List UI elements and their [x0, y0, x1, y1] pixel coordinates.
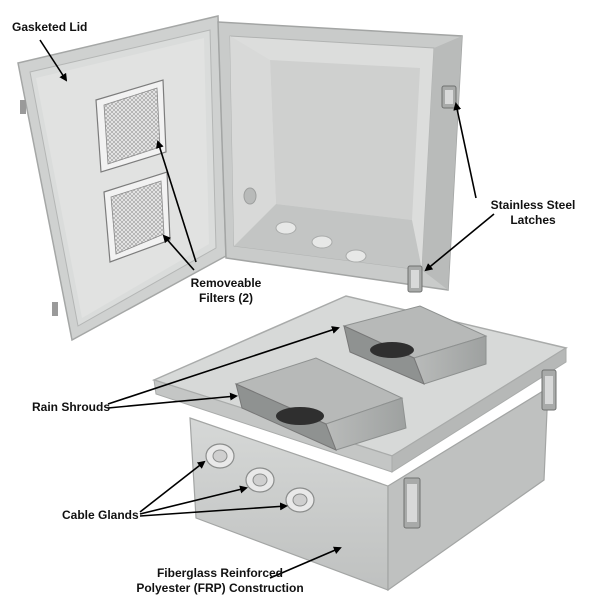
label-stainless-latches: Stainless Steel Latches [478, 198, 588, 228]
cable-gland-2 [245, 467, 275, 493]
arrow-filter-lower [162, 234, 195, 271]
label-rain-shrouds: Rain Shrouds [32, 400, 110, 415]
arrow-filter-upper [155, 140, 197, 263]
arrow-cable-gland-3 [139, 502, 288, 517]
rain-shroud-rear [342, 305, 488, 385]
label-stainless-latches-line2: Latches [510, 213, 556, 227]
knockout-holes [243, 187, 367, 263]
label-frp-construction: Fiberglass Reinforced Polyester (FRP) Co… [120, 566, 320, 596]
gasketed-lid [17, 15, 227, 342]
closed-enclosure [151, 295, 568, 592]
hinge-icon [20, 100, 26, 114]
callout-arrows [39, 39, 495, 579]
latch-upper [441, 85, 457, 109]
latch-right-lower [403, 477, 421, 529]
arrow-cable-gland-1 [139, 460, 206, 513]
label-removeable-filters-line1: Removeable [190, 276, 262, 290]
rain-shroud-front [234, 357, 407, 451]
arrow-gasketed-lid [39, 39, 68, 82]
label-gasketed-lid-text: Gasketed Lid [12, 20, 88, 34]
label-removeable-filters-line2: Filters (2) [198, 291, 253, 305]
arrow-latch-lower [424, 213, 495, 272]
arrow-rain-shroud-rear [107, 326, 340, 405]
arrow-rain-shroud-front [107, 392, 238, 409]
label-cable-glands: Cable Glands [62, 508, 139, 523]
cable-gland-1 [205, 443, 235, 469]
label-rain-shrouds-text: Rain Shrouds [32, 400, 111, 414]
arrow-cable-gland-2 [139, 485, 248, 515]
latch-lower [407, 265, 423, 293]
label-removeable-filters: Removeable Filters (2) [176, 276, 276, 306]
removeable-filter-upper [95, 79, 167, 173]
latch-right-upper [541, 369, 557, 411]
arrow-latch-upper [453, 102, 477, 199]
open-enclosure [17, 15, 463, 342]
cable-gland-3 [285, 487, 315, 513]
removeable-filter-lower [103, 171, 171, 263]
label-frp-line2: Polyester (FRP) Construction [136, 581, 304, 595]
hinge-icon [52, 302, 58, 316]
enclosure-body-open [217, 21, 463, 291]
label-cable-glands-text: Cable Glands [62, 508, 139, 522]
arrow-frp [269, 546, 342, 579]
label-gasketed-lid: Gasketed Lid [12, 20, 87, 35]
label-stainless-latches-line1: Stainless Steel [490, 198, 576, 212]
label-frp-line1: Fiberglass Reinforced [156, 566, 284, 580]
